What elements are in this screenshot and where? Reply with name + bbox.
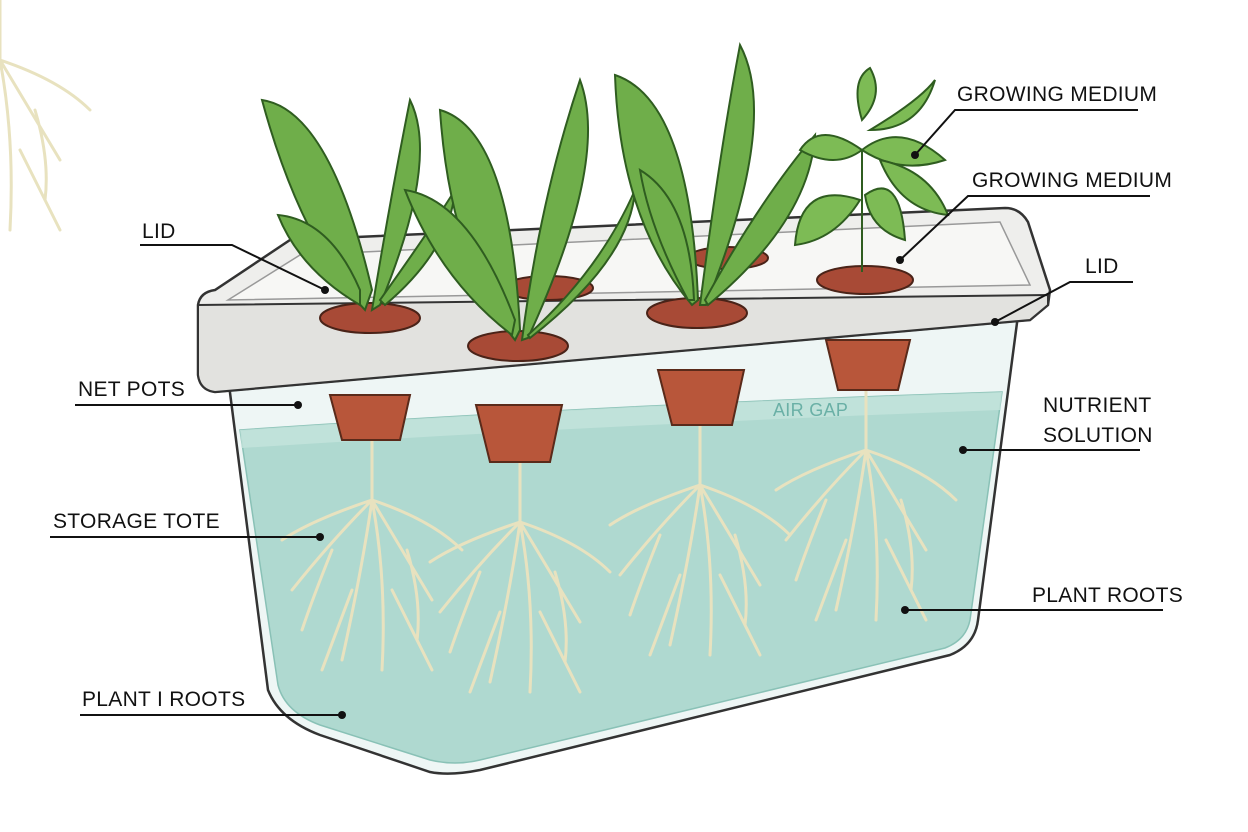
svg-text:NET POTS: NET POTS [78, 378, 185, 401]
svg-text:NUTRIENT: NUTRIENT [1043, 394, 1152, 417]
label-storage-tote: STORAGE TOTE [50, 510, 324, 541]
label-growing-medium-2: GROWING MEDIUM [896, 169, 1172, 264]
svg-text:SOLUTION: SOLUTION [1043, 424, 1153, 447]
svg-text:GROWING MEDIUM: GROWING MEDIUM [957, 83, 1157, 106]
label-lid-left: LID [140, 220, 329, 294]
plants [260, 42, 950, 342]
svg-text:PLANT I ROOTS: PLANT I ROOTS [82, 688, 245, 711]
svg-text:LID: LID [1085, 255, 1119, 278]
plant-roots [0, 0, 958, 694]
nutrient-solution [239, 391, 1003, 764]
label-lid-right: LID [991, 255, 1133, 326]
label-plant-i-roots: PLANT I ROOTS [80, 688, 346, 719]
label-net-pots: NET POTS [75, 378, 302, 409]
label-air-gap: AIR GAP [773, 400, 848, 420]
svg-text:LID: LID [142, 220, 176, 243]
label-plant-roots: PLANT ROOTS [901, 584, 1183, 614]
label-growing-medium-1: GROWING MEDIUM [911, 83, 1157, 159]
svg-text:STORAGE TOTE: STORAGE TOTE [53, 510, 220, 533]
net-pots [328, 339, 912, 463]
svg-text:GROWING MEDIUM: GROWING MEDIUM [972, 169, 1172, 192]
svg-text:PLANT ROOTS: PLANT ROOTS [1032, 584, 1183, 607]
label-nutrient-solution: NUTRIENT SOLUTION [959, 394, 1153, 454]
